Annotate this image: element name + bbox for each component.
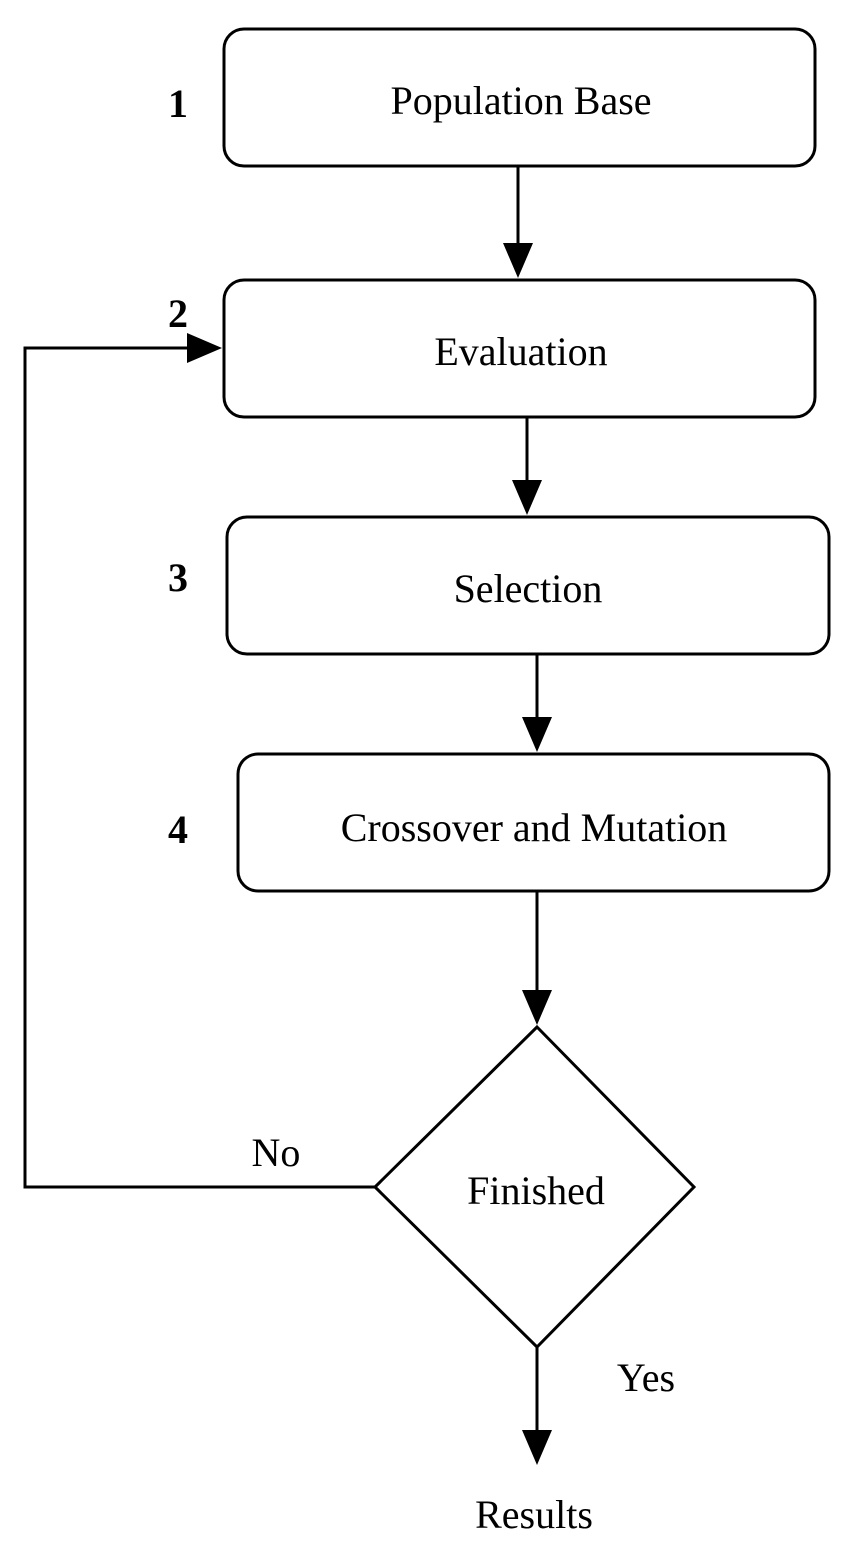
box-crossover-mutation bbox=[236, 752, 831, 893]
connector-no-loop bbox=[23, 346, 375, 1189]
arrowhead-3-4 bbox=[522, 717, 552, 752]
step-number-4: 4 bbox=[168, 807, 188, 852]
step-number-3: 3 bbox=[168, 555, 188, 600]
edge-label-no: No bbox=[252, 1130, 301, 1175]
arrowhead-no-loop bbox=[187, 333, 222, 363]
step-number-2: 2 bbox=[168, 291, 188, 336]
box-evaluation bbox=[222, 278, 817, 419]
arrowhead-yes bbox=[522, 1430, 552, 1465]
result-label: Results bbox=[475, 1492, 593, 1537]
box-label-crossover-mutation: Crossover and Mutation bbox=[341, 805, 728, 850]
edge-label-yes: Yes bbox=[617, 1355, 675, 1400]
box-label-selection: Selection bbox=[454, 566, 603, 611]
box-selection bbox=[225, 515, 831, 656]
arrowhead-4-decision bbox=[522, 990, 552, 1025]
box-label-evaluation: Evaluation bbox=[434, 329, 607, 374]
arrowhead-1-2 bbox=[503, 243, 533, 278]
decision-label: Finished bbox=[467, 1168, 605, 1213]
box-label-population-base: Population Base bbox=[390, 78, 651, 123]
arrowhead-2-3 bbox=[512, 480, 542, 515]
step-number-1: 1 bbox=[168, 81, 188, 126]
